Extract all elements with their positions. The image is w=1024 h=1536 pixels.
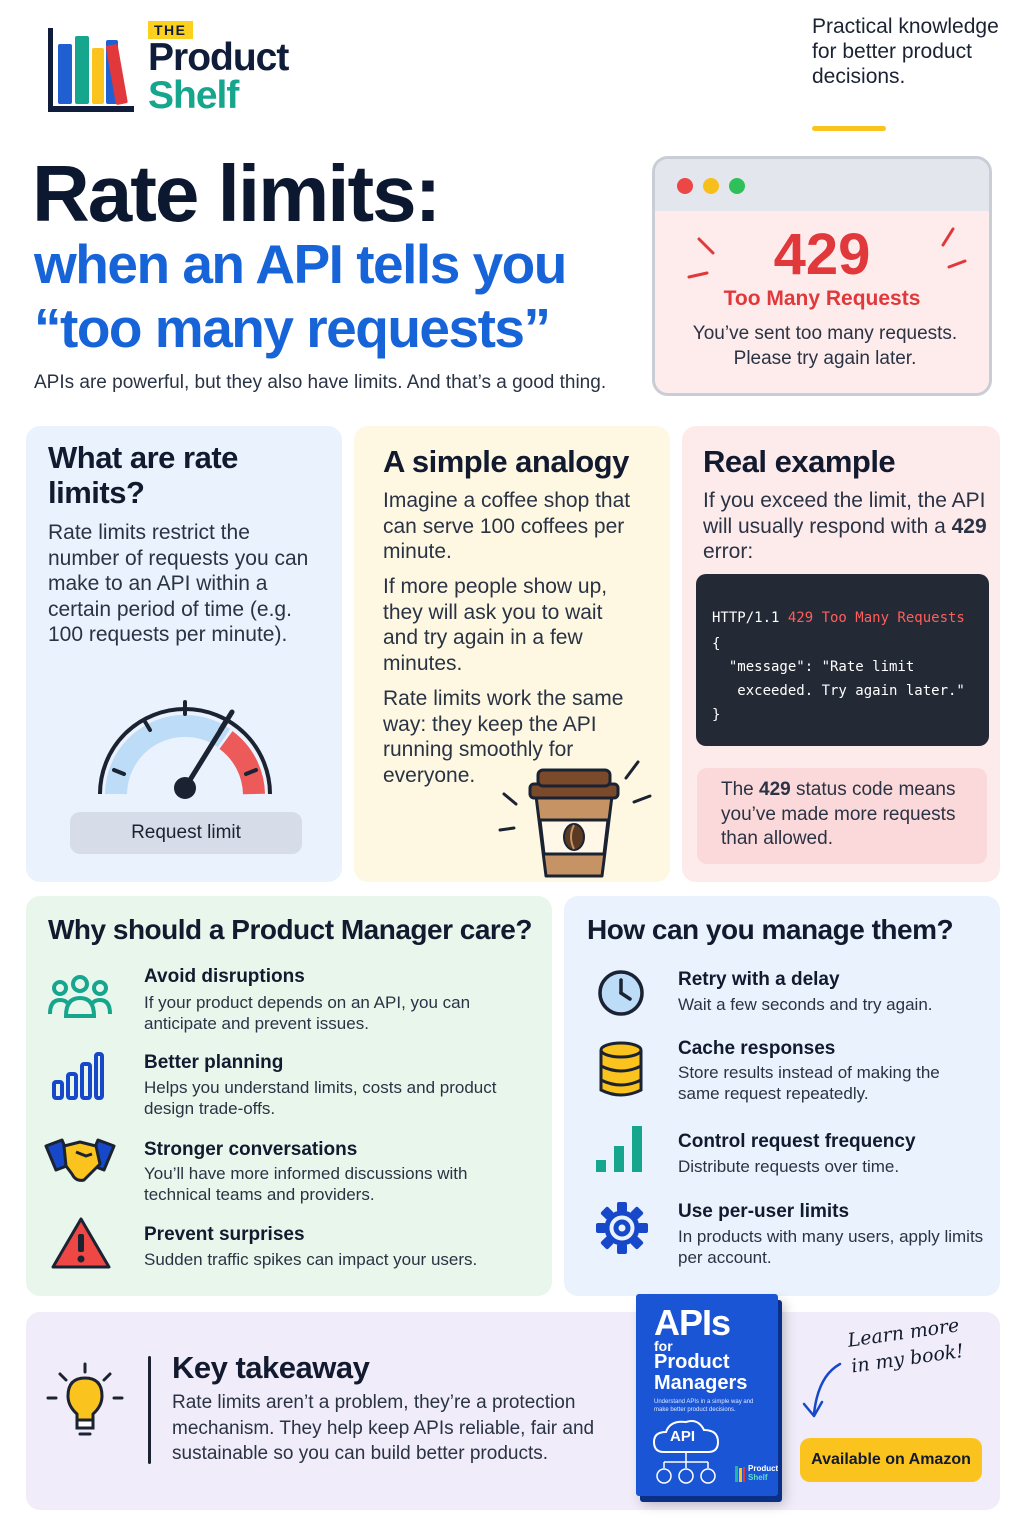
- code-line: "message": "Rate limit: [712, 659, 915, 675]
- code-line-status: HTTP/1.1 429 Too Many Requests: [712, 610, 965, 626]
- how-item-desc: Store results instead of making the same…: [678, 1063, 940, 1103]
- speedometer-gauge-icon: [98, 700, 272, 799]
- real-example-title: Real example: [703, 444, 896, 479]
- what-are-rate-limits-card: [26, 426, 342, 882]
- how-item-desc: Distribute requests over time.: [678, 1157, 900, 1176]
- close-dot-icon: [677, 178, 693, 194]
- curved-arrow-icon: [802, 1362, 842, 1418]
- why-item-title: Stronger conversations: [144, 1139, 358, 1160]
- intro-text: APIs are powerful, but they also have li…: [34, 372, 607, 393]
- analogy-paragraph-1: Imagine a coffee shop that can serve 100…: [383, 489, 631, 563]
- gear-icon: [596, 1202, 648, 1254]
- book-title-apis: APIs: [654, 1302, 731, 1343]
- team-icon: [48, 975, 112, 1018]
- why-item-desc: You’ll have more informed discussions wi…: [144, 1164, 468, 1204]
- error-window-illustration: 429 Too Many Requests You’ve sent too ma…: [652, 156, 992, 396]
- error-status-text: Too Many Requests: [723, 287, 921, 310]
- bookshelf-logo-icon: [48, 28, 134, 112]
- frequency-bars-icon: [596, 1126, 642, 1172]
- code-line: {: [712, 636, 721, 652]
- takeaway-body: Rate limits aren’t a problem, they’re a …: [172, 1392, 595, 1464]
- why-item-title: Better planning: [144, 1052, 284, 1073]
- code-line: }: [712, 707, 721, 723]
- database-icon: [599, 1041, 643, 1097]
- status-code-note: The 429 status code means you’ve made mo…: [697, 768, 987, 864]
- warning-icon: [51, 1217, 111, 1269]
- how-item-desc: Wait a few seconds and try again.: [678, 995, 933, 1014]
- alert-burst-icon: [687, 227, 967, 279]
- lightbulb-icon: [46, 1362, 124, 1436]
- book-subtitle: Understand APIs in a simple way and make…: [654, 1399, 754, 1413]
- bar-chart-icon: [52, 1052, 104, 1100]
- why-item-desc: Helps you understand limits, costs and p…: [144, 1078, 497, 1118]
- brand-the-label: THE: [148, 21, 193, 39]
- book-title-for: for: [654, 1338, 673, 1354]
- how-item-title: Retry with a delay: [678, 969, 840, 990]
- book-api-badge: API: [670, 1428, 696, 1445]
- tagline: Practical knowledge for better product d…: [812, 15, 999, 88]
- analogy-title: A simple analogy: [383, 444, 629, 479]
- book-cover[interactable]: APIs for Product Managers Understand API…: [636, 1294, 778, 1496]
- real-example-intro: If you exceed the limit, the API will us…: [703, 489, 987, 563]
- analogy-paragraph-3: Rate limits work the same way: they keep…: [383, 687, 624, 787]
- http-response-code-block: HTTP/1.1 429 Too Many Requests { "messag…: [696, 574, 989, 746]
- maximize-dot-icon: [729, 178, 745, 194]
- brand-product-text: Product: [148, 36, 289, 79]
- error-message: You’ve sent too many requests. Please tr…: [692, 323, 958, 369]
- why-item-title: Avoid disruptions: [144, 966, 305, 987]
- analogy-paragraph-2: If more people show up, they will ask yo…: [383, 575, 608, 675]
- how-item-title: Use per-user limits: [678, 1201, 850, 1222]
- gauge-label: Request limit: [70, 812, 302, 854]
- what-are-body: Rate limits restrict the number of reque…: [48, 521, 309, 646]
- error-code: 429: [773, 222, 871, 287]
- handshake-icon: [44, 1138, 116, 1182]
- why-item-desc: If your product depends on an API, you c…: [144, 993, 471, 1033]
- why-item-desc: Sudden traffic spikes can impact your us…: [144, 1250, 478, 1269]
- page-title: Rate limits:: [32, 149, 441, 238]
- code-line: exceeded. Try again later.": [712, 683, 965, 699]
- takeaway-title: Key takeaway: [172, 1350, 370, 1385]
- clock-icon: [598, 970, 644, 1016]
- how-item-desc: In products with many users, apply limit…: [678, 1227, 984, 1267]
- api-cloud-icon: [652, 1420, 720, 1484]
- why-care-panel: [26, 896, 552, 1296]
- tagline-underline: [812, 126, 886, 131]
- coffee-cup-icon: [498, 760, 652, 878]
- window-titlebar: [655, 159, 989, 211]
- how-item-title: Cache responses: [678, 1038, 836, 1059]
- how-manage-title: How can you manage them?: [587, 914, 954, 945]
- book-title-pm: Product Managers: [654, 1351, 748, 1394]
- available-on-amazon-button[interactable]: Available on Amazon: [800, 1438, 982, 1482]
- what-are-title: What are rate limits?: [48, 440, 238, 510]
- takeaway-divider: [148, 1356, 151, 1464]
- how-item-title: Control request frequency: [678, 1131, 916, 1152]
- status-code-inline: 429: [951, 514, 987, 538]
- analogy-card: [354, 426, 670, 882]
- book-logo-icon: [735, 1466, 745, 1482]
- brand-shelf-text: Shelf: [148, 74, 239, 117]
- page-subtitle: when an API tells you “too many requests…: [34, 233, 567, 359]
- why-care-title: Why should a Product Manager care?: [48, 914, 532, 945]
- why-item-title: Prevent surprises: [144, 1224, 305, 1245]
- minimize-dot-icon: [703, 178, 719, 194]
